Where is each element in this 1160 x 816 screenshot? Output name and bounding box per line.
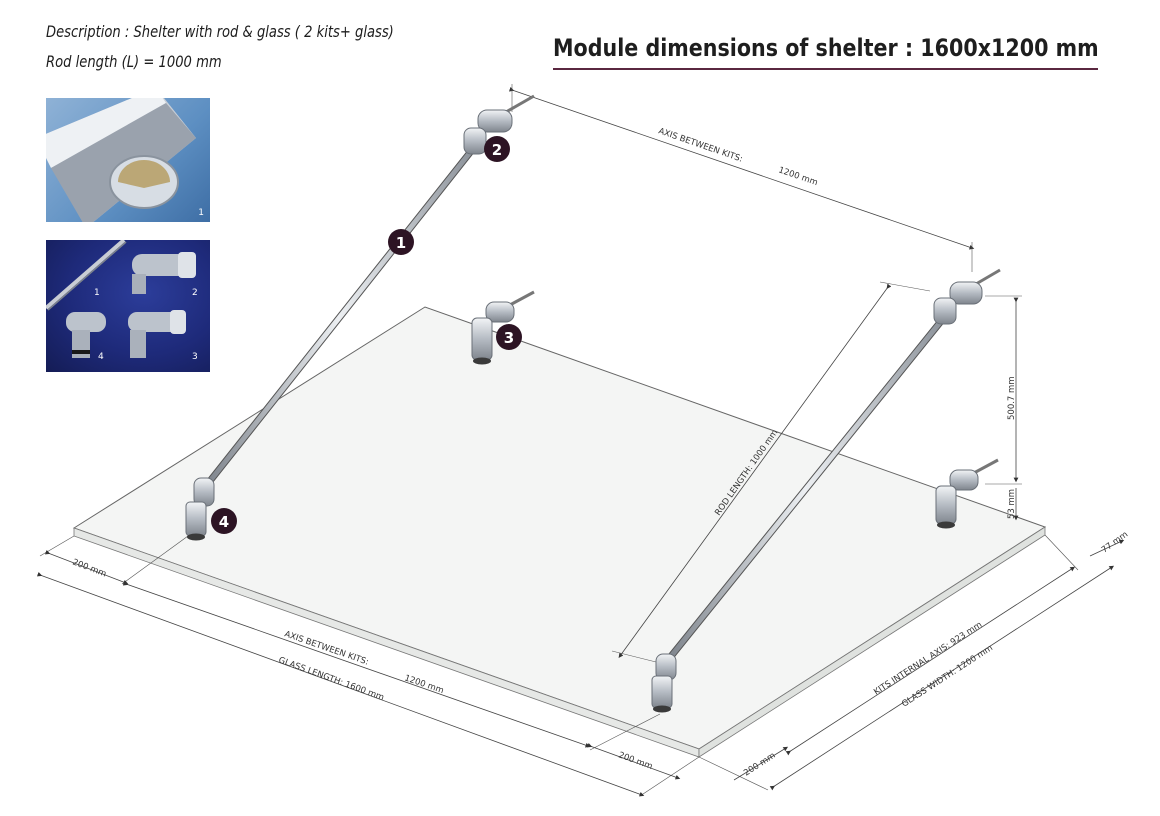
description-line-2: Rod length (L) = 1000 mm: [46, 52, 222, 71]
callout-1: 1: [388, 229, 414, 255]
rod-profile-image: [46, 98, 196, 222]
dim-axis-between-kits-top: AXIS BETWEEN KITS: 1200 mm: [508, 84, 975, 272]
callout-3-number: 3: [504, 329, 514, 347]
rod-profile-photo: 1: [46, 98, 210, 222]
right-kit: [651, 268, 1001, 713]
description-line-1: Description : Shelter with rod & glass (…: [46, 22, 394, 41]
dim-glass-length: GLASS LENGTH: 1600 mm: [277, 655, 385, 703]
dim-axis-bottom-value: 1200 mm: [403, 673, 445, 696]
dim-right-offset: 77 mm: [1100, 530, 1130, 556]
fittings-photo: 1 2 3 4: [46, 240, 210, 372]
callout-2: 2: [484, 136, 510, 162]
bottom-fitting-right: [651, 653, 677, 713]
dim-bottom-offset: 200 mm: [617, 750, 654, 772]
page-title: Module dimensions of shelter : 1600x1200…: [553, 34, 1099, 62]
dim-bottom-right-offset: 200 mm: [742, 751, 777, 779]
photo-2-label-2: 2: [192, 288, 198, 298]
callout-1-number: 1: [396, 234, 406, 252]
fittings-image: [46, 240, 196, 358]
bottom-fitting-left: [185, 477, 215, 541]
callout-4-number: 4: [219, 513, 229, 531]
photo-2-label-3: 3: [192, 352, 198, 362]
dim-height-value: 500.7 mm: [1007, 376, 1017, 420]
callout-4: 4: [211, 508, 237, 534]
dim-small-height-value: 53 mm: [1007, 489, 1017, 519]
callout-3: 3: [496, 324, 522, 350]
photo-1-label: 1: [198, 208, 204, 218]
dim-height: 500.7 mm 53 mm: [985, 295, 1022, 521]
dim-axis-top-value: 1200 mm: [777, 165, 819, 188]
dim-glass-width: GLASS WIDTH: 1200 mm: [900, 643, 995, 709]
left-kit: [185, 94, 535, 541]
callout-2-number: 2: [492, 141, 502, 159]
photo-2-label-4: 4: [98, 352, 104, 362]
glass-fitting-back-right: [935, 458, 999, 529]
glass-fitting-back-left: [471, 290, 535, 365]
dim-left-offset: 200 mm: [71, 557, 108, 579]
dim-axis-top-label: AXIS BETWEEN KITS:: [657, 126, 744, 164]
photo-2-label-1: 1: [94, 288, 100, 298]
top-fitting-right: [933, 268, 1001, 325]
top-fitting-left: [463, 94, 535, 155]
title-underline: [553, 68, 1098, 70]
